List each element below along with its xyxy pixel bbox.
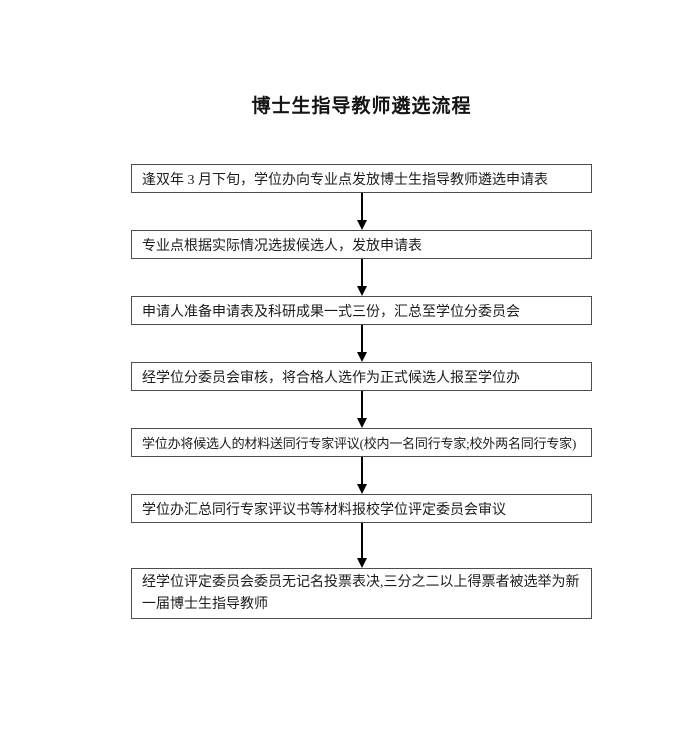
- flow-step-6: 学位办汇总同行专家评议书等材料报校学位评定委员会审议: [131, 494, 592, 523]
- flow-step-5: 学位办将候选人的材料送同行专家评议(校内一名同行专家;校外两名同行专家): [131, 428, 592, 457]
- flow-step-1: 逢双年 3 月下旬，学位办向专业点发放博士生指导教师遴选申请表: [131, 164, 592, 193]
- flowchart: 逢双年 3 月下旬，学位办向专业点发放博士生指导教师遴选申请表 专业点根据实际情…: [131, 164, 592, 619]
- arrow-line: [360, 523, 363, 558]
- arrow-down-icon: [356, 286, 367, 296]
- flow-connector: [131, 193, 592, 230]
- arrow-line: [360, 193, 363, 220]
- flow-connector: [131, 457, 592, 494]
- flow-step-4: 经学位分委员会审核，将合格人选作为正式候选人报至学位办: [131, 362, 592, 391]
- arrow-down-icon: [356, 220, 367, 230]
- flow-step-7: 经学位评定委员会委员无记名投票表决,三分之二以上得票者被选举为新一届博士生指导教…: [131, 568, 592, 619]
- arrow-down-icon: [356, 352, 367, 362]
- arrow-down-icon: [356, 558, 367, 568]
- arrow-down-icon: [356, 484, 367, 494]
- flow-connector: [131, 259, 592, 296]
- arrow-line: [360, 325, 363, 352]
- arrow-down-icon: [356, 418, 367, 428]
- flow-connector: [131, 523, 592, 568]
- flow-step-3: 申请人准备申请表及科研成果一式三份，汇总至学位分委员会: [131, 296, 592, 325]
- flow-connector: [131, 325, 592, 362]
- arrow-line: [360, 391, 363, 418]
- page-title: 博士生指导教师遴选流程: [251, 96, 472, 117]
- arrow-line: [360, 259, 363, 286]
- flow-connector: [131, 391, 592, 428]
- arrow-line: [360, 457, 363, 484]
- flow-step-2: 专业点根据实际情况选拔候选人，发放申请表: [131, 230, 592, 259]
